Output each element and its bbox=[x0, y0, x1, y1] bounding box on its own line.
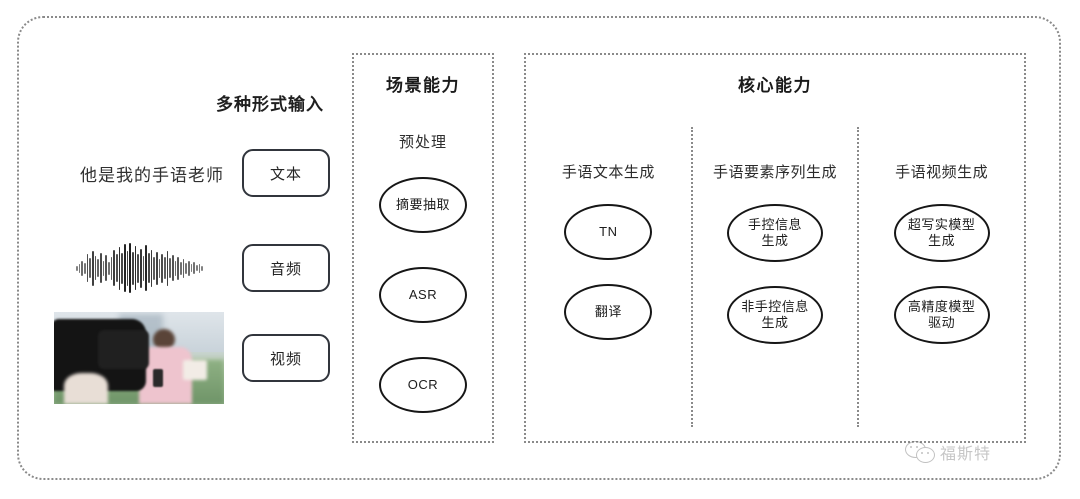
scene-node-asr[interactable]: ASR bbox=[379, 267, 467, 323]
thumb-person-head bbox=[152, 328, 175, 350]
core-node-translation[interactable]: 翻译 bbox=[564, 284, 653, 340]
core-column-text-generation: 手语文本生成 TN 翻译 bbox=[526, 127, 691, 427]
core-panel-title: 核心能力 bbox=[738, 76, 812, 95]
input-row-audio: 音频 bbox=[40, 240, 330, 296]
scene-node-summary[interactable]: 摘要抽取 bbox=[379, 177, 467, 233]
scene-capability-panel: 场景能力 预处理 摘要抽取 ASR OCR bbox=[352, 53, 494, 443]
core-node-high-precision-drive[interactable]: 高精度模型驱动 bbox=[893, 286, 990, 344]
video-thumbnail bbox=[54, 312, 224, 404]
core-column-title-1: 手语文本生成 bbox=[561, 164, 655, 181]
input-pill-audio[interactable]: 音频 bbox=[242, 244, 330, 292]
core-column-video-generation: 手语视频生成 超写实模型生成 高精度模型驱动 bbox=[857, 127, 1024, 427]
scene-panel-subtitle: 预处理 bbox=[398, 134, 447, 151]
core-node-non-manual-info[interactable]: 非手控信息生成 bbox=[727, 286, 823, 344]
diagram-outer-frame bbox=[17, 16, 1061, 480]
core-capability-panel: 核心能力 手语文本生成 TN 翻译 手语要素序列生成 手控信息生成 非手控信息生… bbox=[524, 53, 1026, 443]
thumb-camera-lens bbox=[98, 330, 150, 370]
watermark-label: 福斯特 bbox=[940, 446, 992, 463]
watermark: 福斯特 bbox=[905, 440, 991, 464]
sample-sentence: 他是我的手语老师 bbox=[80, 165, 224, 185]
core-column-title-2: 手语要素序列生成 bbox=[713, 164, 838, 181]
thumb-operator-hand bbox=[64, 372, 109, 404]
core-columns: 手语文本生成 TN 翻译 手语要素序列生成 手控信息生成 非手控信息生成 手语视… bbox=[526, 127, 1024, 427]
core-column-element-sequence: 手语要素序列生成 手控信息生成 非手控信息生成 bbox=[690, 127, 858, 427]
input-row-video: 视频 bbox=[40, 312, 330, 404]
wechat-icon bbox=[905, 441, 935, 463]
core-node-manual-info[interactable]: 手控信息生成 bbox=[727, 204, 823, 262]
input-section: 多种形式输入 他是我的手语老师 文本 音频 视频 bbox=[40, 90, 330, 430]
input-pill-text[interactable]: 文本 bbox=[242, 149, 330, 197]
thumb-microphone bbox=[152, 369, 163, 388]
scene-panel-title: 场景能力 bbox=[386, 76, 460, 95]
core-node-tn[interactable]: TN bbox=[564, 204, 653, 260]
thumb-paper bbox=[183, 359, 207, 381]
core-column-title-3: 手语视频生成 bbox=[895, 164, 989, 181]
core-node-photoreal-model[interactable]: 超写实模型生成 bbox=[893, 204, 990, 262]
audio-waveform-icon bbox=[54, 241, 224, 295]
input-row-text: 他是我的手语老师 文本 bbox=[40, 145, 330, 201]
scene-node-ocr[interactable]: OCR bbox=[379, 357, 467, 413]
input-pill-video[interactable]: 视频 bbox=[242, 334, 330, 382]
input-section-title: 多种形式输入 bbox=[216, 95, 324, 114]
